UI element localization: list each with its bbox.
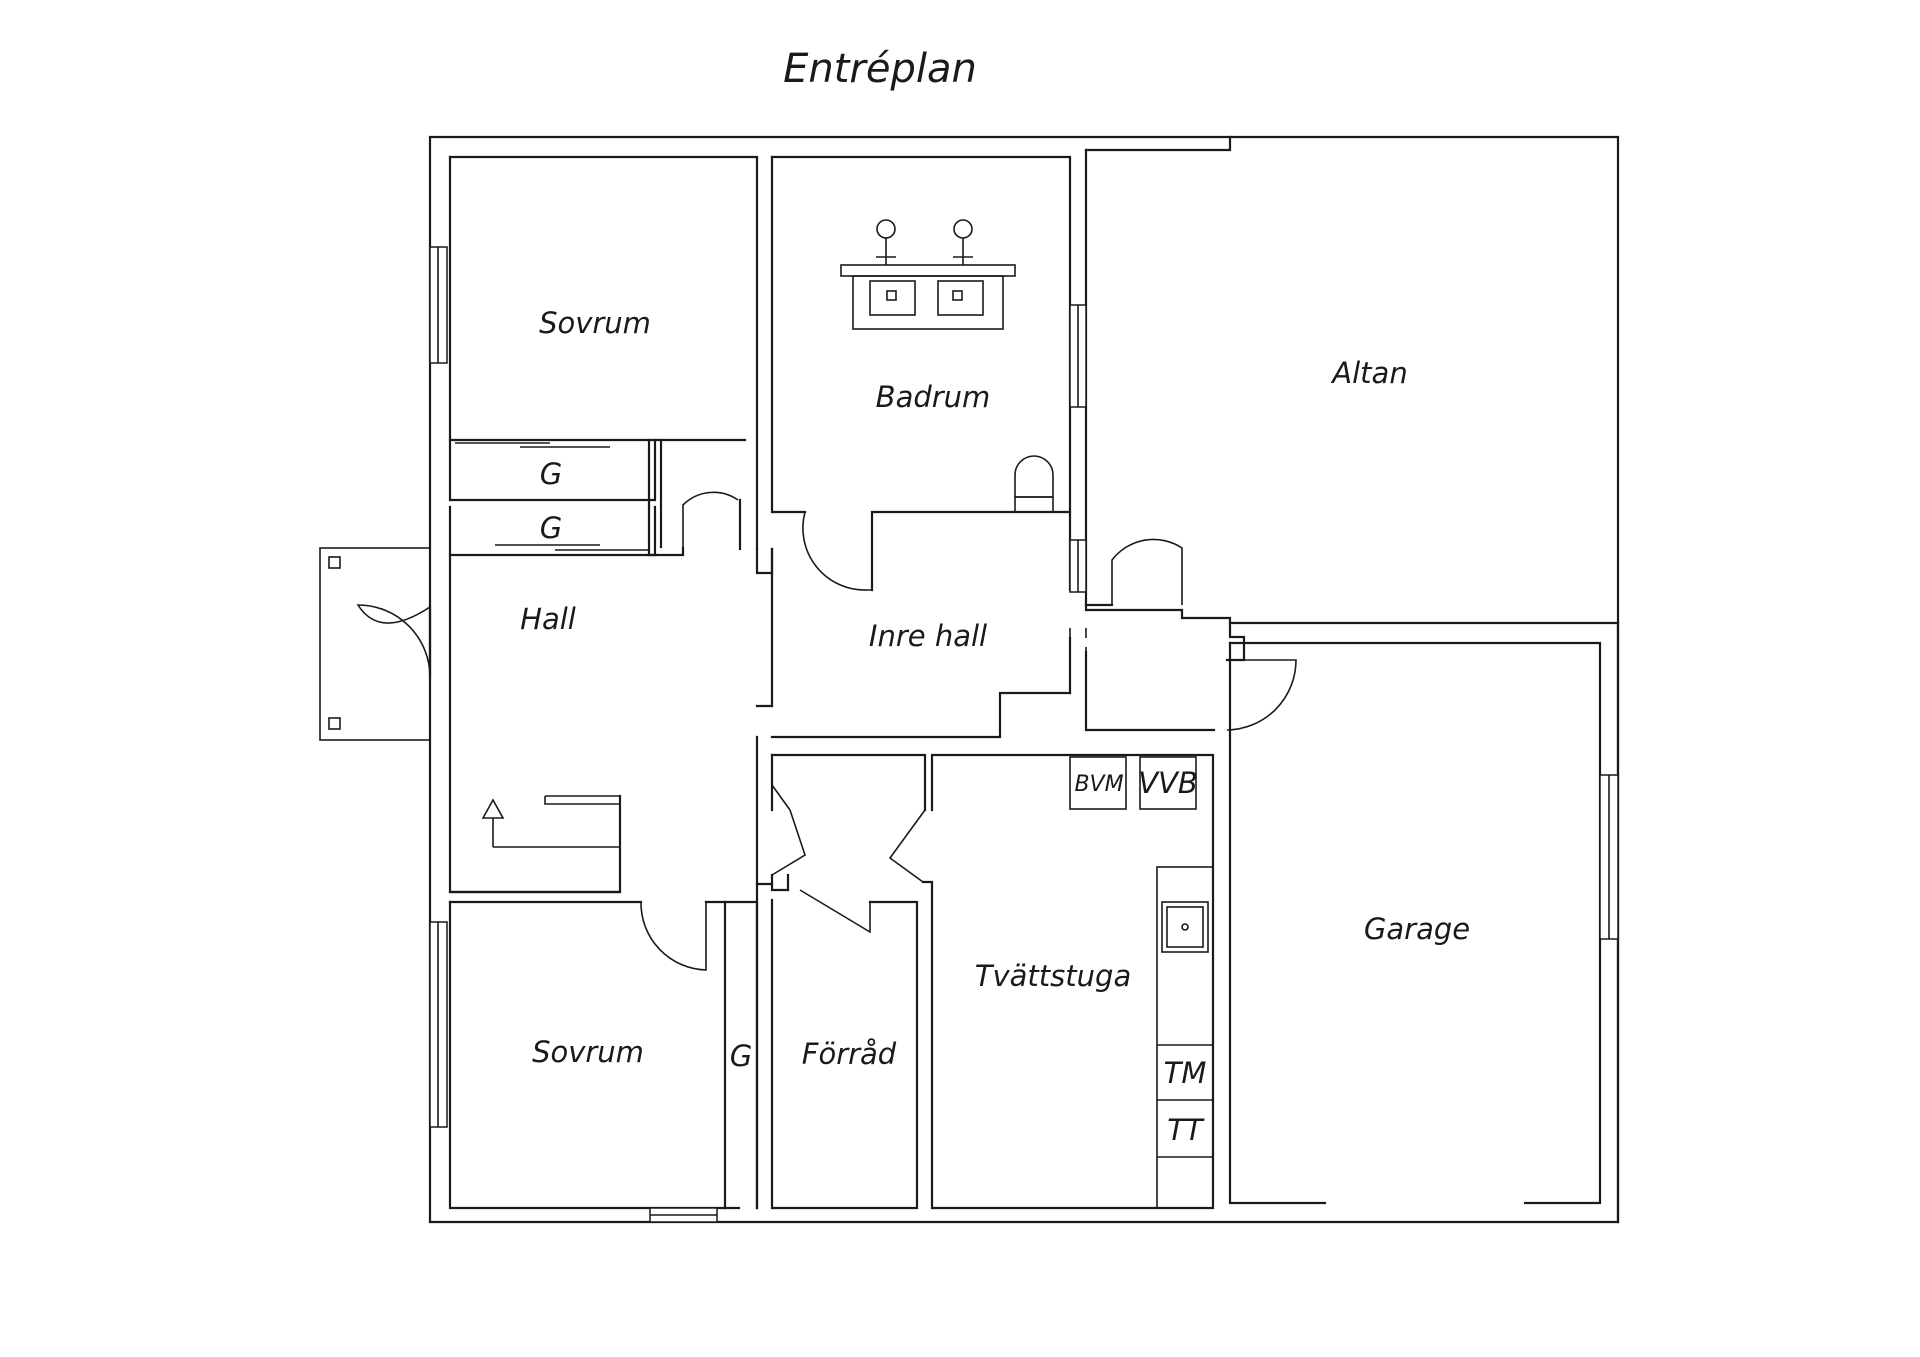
room-label-altan: Altan (1330, 356, 1407, 390)
room-label-garage: Garage (1364, 912, 1470, 946)
opening-dashed (1069, 628, 1087, 692)
appliance-label-vvb: VVB (1138, 766, 1198, 800)
windows (429, 246, 1619, 1223)
sliding-doors (455, 442, 648, 551)
room-label-badrum: Badrum (876, 380, 991, 414)
laundry-appliances (1069, 756, 1214, 1209)
room-label-hall: Hall (520, 602, 576, 636)
toilet (1014, 455, 1054, 513)
stairs (481, 795, 620, 848)
room-label-sovrum-bottom: Sovrum (532, 1035, 644, 1069)
double-sink (840, 219, 1016, 330)
closet-label-g-middle: G (540, 511, 562, 545)
appliance-label-bvm: BVM (1074, 772, 1123, 797)
appliance-label-tm: TM (1164, 1056, 1207, 1090)
room-label-inre-hall: Inre hall (869, 619, 987, 653)
entrance-porch (319, 547, 431, 741)
plan-title: Entréplan (783, 46, 977, 92)
room-label-sovrum-top: Sovrum (539, 306, 651, 340)
closet-label-g-bottom: G (730, 1039, 752, 1073)
closet-label-g-top: G (540, 457, 562, 491)
appliance-label-tt: TT (1167, 1113, 1205, 1147)
doors (356, 491, 1297, 971)
room-label-tvattstuga: Tvättstuga (975, 959, 1131, 993)
room-label-forrad: Förråd (802, 1037, 897, 1071)
